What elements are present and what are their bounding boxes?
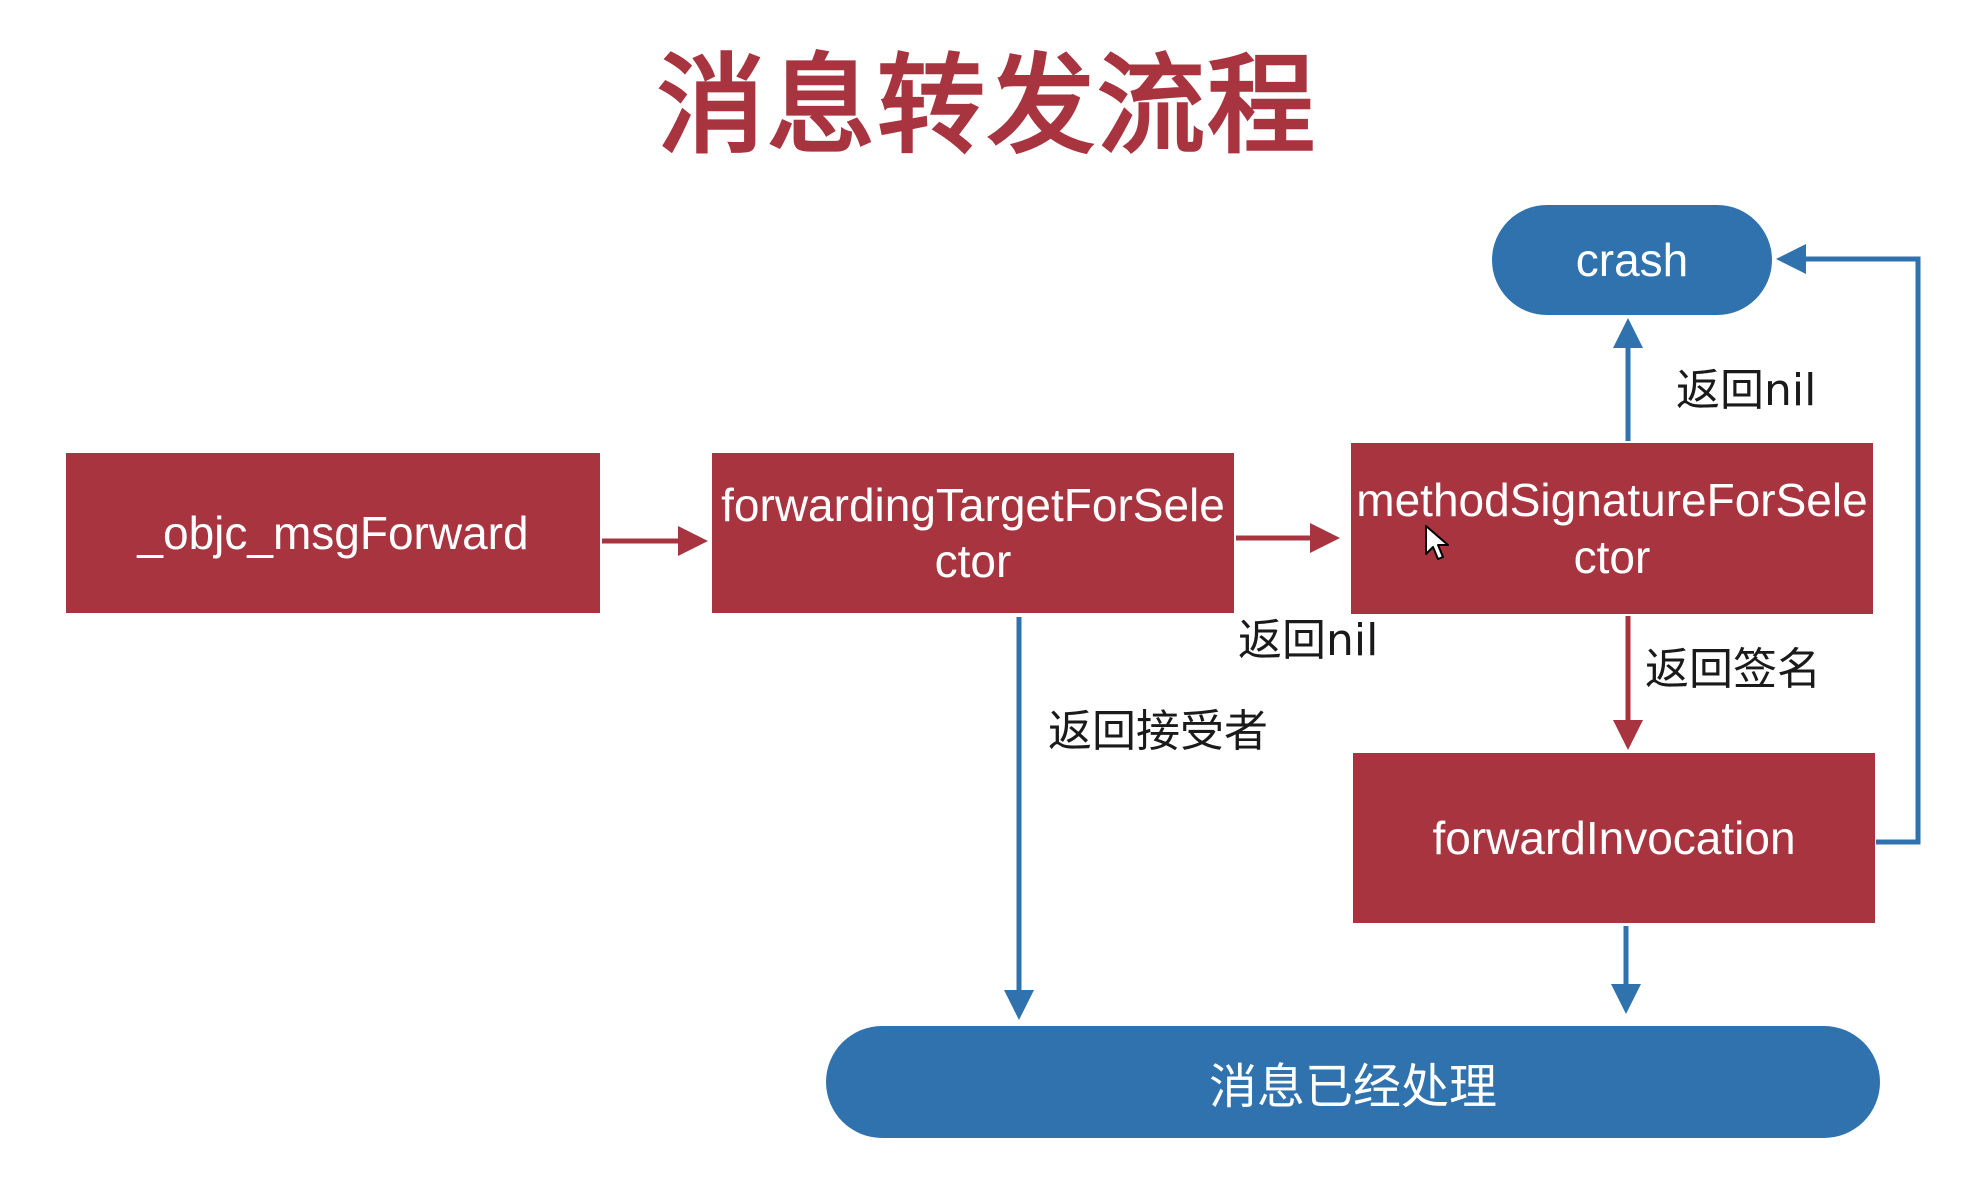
arrowhead-invocation-to-handled	[1611, 984, 1641, 1014]
node-method-signature: methodSignatureForSelector	[1351, 443, 1873, 614]
node-crash: crash	[1492, 205, 1772, 315]
node-msg-forward-label: _objc_msgForward	[137, 507, 529, 559]
node-forwarding-target-label: forwardingTargetForSelector	[721, 478, 1225, 587]
node-message-handled-label: 消息已经处理	[1208, 1059, 1497, 1115]
page-title: 消息转发流程	[656, 44, 1317, 169]
arrowhead-msgforward-to-target	[678, 526, 708, 556]
mouse-pointer-icon	[1425, 525, 1449, 560]
edge-label-return-receiver: 返回接受者	[1048, 706, 1268, 757]
edge-label-return-signature: 返回签名	[1645, 644, 1821, 695]
edge-label-nil-to-crash: 返回nil	[1676, 365, 1817, 416]
node-message-handled: 消息已经处理	[826, 1026, 1880, 1138]
node-forwarding-target: forwardingTargetForSelector	[712, 453, 1234, 613]
node-method-signature-label: methodSignatureForSelector	[1356, 474, 1868, 583]
node-forward-invocation-label: forwardInvocation	[1432, 812, 1796, 864]
arrowhead-signature-to-crash	[1613, 318, 1643, 348]
arrowhead-signature-to-invocation	[1613, 720, 1643, 750]
node-forward-invocation: forwardInvocation	[1353, 753, 1875, 923]
arrowhead-invocation-to-crash	[1776, 244, 1806, 274]
arrow-invocation-to-crash	[1806, 256, 1921, 845]
arrowhead-target-to-handled	[1004, 990, 1034, 1020]
node-crash-label: crash	[1575, 234, 1689, 286]
edge-label-nil-from-target: 返回nil	[1238, 615, 1379, 666]
arrowhead-target-to-signature	[1310, 523, 1340, 553]
node-msg-forward: _objc_msgForward	[66, 453, 600, 613]
